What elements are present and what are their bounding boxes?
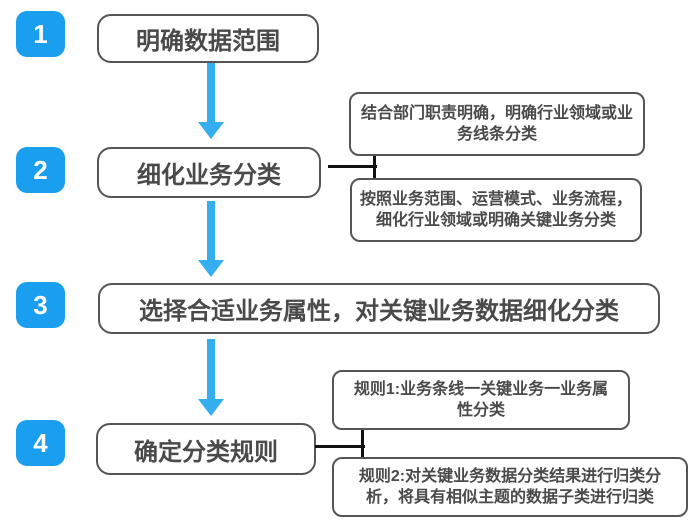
step-badge-4: 4 <box>16 420 65 466</box>
arrow-down-icon <box>198 399 224 416</box>
step-box-4: 确定分类规则 <box>96 423 316 475</box>
connector-step2-vertical <box>373 155 376 181</box>
connector-step2-horizontal <box>328 165 377 168</box>
step-label: 明确数据范围 <box>136 28 280 55</box>
annotation-text: 结合部门职责明确，明确行业领域或业务线条分类 <box>360 105 633 143</box>
step-box-1: 明确数据范围 <box>97 14 319 63</box>
arrow-down-icon <box>198 260 224 277</box>
arrow-shaft <box>207 201 215 261</box>
annotation-box-2: 按照业务范围、运营模式、业务流程，细化行业领域或明确关键业务分类 <box>350 178 642 242</box>
annotation-text: 规则2:对关键业务数据分类结果进行归类分析，将具有相似主题的数据子类进行归类 <box>358 468 662 506</box>
annotation-text: 规则1:业务条线一关键业务一业务属性分类 <box>353 381 609 419</box>
annotation-box-rule-1: 规则1:业务条线一关键业务一业务属性分类 <box>332 370 630 430</box>
step-badge-3: 3 <box>16 282 65 328</box>
step-box-2: 细化业务分类 <box>97 147 321 198</box>
connector-step4-vertical <box>361 429 364 458</box>
connector-step4-horizontal <box>315 445 365 448</box>
annotation-box-rule-2: 规则2:对关键业务数据分类结果进行归类分析，将具有相似主题的数据子类进行归类 <box>332 457 688 517</box>
step-label: 细化业务分类 <box>137 162 281 189</box>
step-label: 确定分类规则 <box>134 438 278 466</box>
step-number: 2 <box>33 154 48 185</box>
arrow-shaft <box>207 339 215 400</box>
annotation-box-1: 结合部门职责明确，明确行业领域或业务线条分类 <box>349 92 645 156</box>
step-number: 3 <box>33 289 48 320</box>
step-badge-1: 1 <box>16 11 65 57</box>
step-number: 4 <box>33 427 48 458</box>
step-box-3: 选择合适业务属性，对关键业务数据细化分类 <box>98 283 660 334</box>
step-badge-2: 2 <box>16 147 65 193</box>
arrow-shaft <box>207 63 215 123</box>
annotation-text: 按照业务范围、运营模式、业务流程，细化行业领域或明确关键业务分类 <box>359 191 632 229</box>
step-number: 1 <box>33 18 48 49</box>
arrow-down-icon <box>198 122 224 139</box>
step-label: 选择合适业务属性，对关键业务数据细化分类 <box>139 298 619 325</box>
